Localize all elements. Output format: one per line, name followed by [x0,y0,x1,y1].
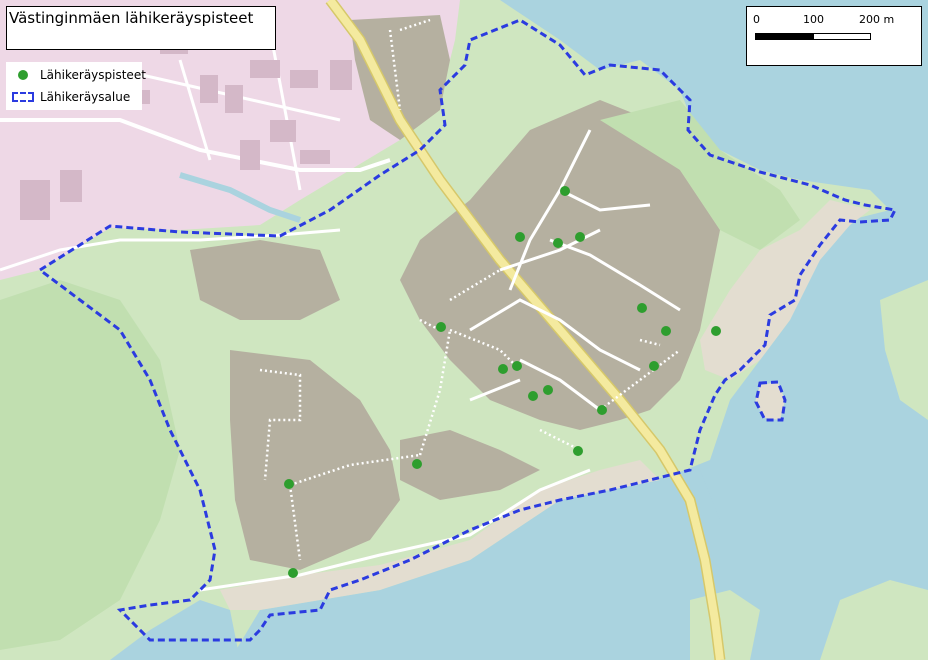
water-south-west [110,600,240,660]
collection-points [284,186,721,578]
collection-point[interactable] [528,391,538,401]
residential-southwest [230,350,400,570]
collection-point[interactable] [661,326,671,336]
shoreline-east [700,200,870,380]
island-east [880,280,928,420]
scale-bar: 0 100 200 m [746,6,922,66]
collection-point[interactable] [637,303,647,313]
water-south [230,470,720,660]
residential-central [400,100,720,430]
collection-point[interactable] [498,364,508,374]
islet [755,382,785,420]
legend-item-points: Lähikeräyspisteet [6,66,146,84]
residential-south [400,430,540,500]
point-icon [18,70,28,80]
shoreline-south [220,460,660,610]
street-west [0,228,341,272]
street-south [199,468,591,592]
collection-point[interactable] [288,568,298,578]
collection-area-boundary[interactable] [37,18,898,642]
collection-point[interactable] [412,459,422,469]
legend-area-label: Lähikeräysalue [40,90,131,104]
water-east [500,0,928,660]
main-road-inner [326,0,724,660]
island-southeast [820,580,928,660]
legend: Lähikeräyspisteet Lähikeräysalue [6,62,146,110]
collection-point[interactable] [573,446,583,456]
collection-point[interactable] [436,322,446,332]
collection-point[interactable] [543,385,553,395]
islet-boundary [754,380,787,422]
collection-point[interactable] [649,361,659,371]
residential-west [190,240,340,320]
collection-point[interactable] [284,479,294,489]
map-title: Västinginmäen lähikeräyspisteet [9,9,254,27]
scale-segment-white [813,33,871,40]
forest-patch-northeast [600,100,800,250]
footpaths [259,18,681,561]
collection-point[interactable] [597,405,607,415]
forest-patch-west [0,280,180,650]
collection-point[interactable] [512,361,522,371]
scale-segment-black [755,33,813,40]
residential-north [350,15,450,140]
street-central-1 [499,129,681,312]
collection-point[interactable] [711,326,721,336]
scale-label-100: 100 [803,13,824,26]
collection-point[interactable] [553,238,563,248]
collection-point[interactable] [515,232,525,242]
legend-item-area: Lähikeräysalue [6,88,130,106]
street-central-2 [469,298,641,412]
urban-buildings [20,40,352,220]
legend-points-label: Lähikeräyspisteet [40,68,146,82]
creek [179,172,301,223]
dashed-boundary-icon [12,92,34,102]
map-title-box: Västinginmäen lähikeräyspisteet [6,6,276,50]
scale-label-0: 0 [753,13,760,26]
scale-label-200: 200 m [859,13,895,26]
collection-point[interactable] [575,232,585,242]
collection-point[interactable] [560,186,570,196]
